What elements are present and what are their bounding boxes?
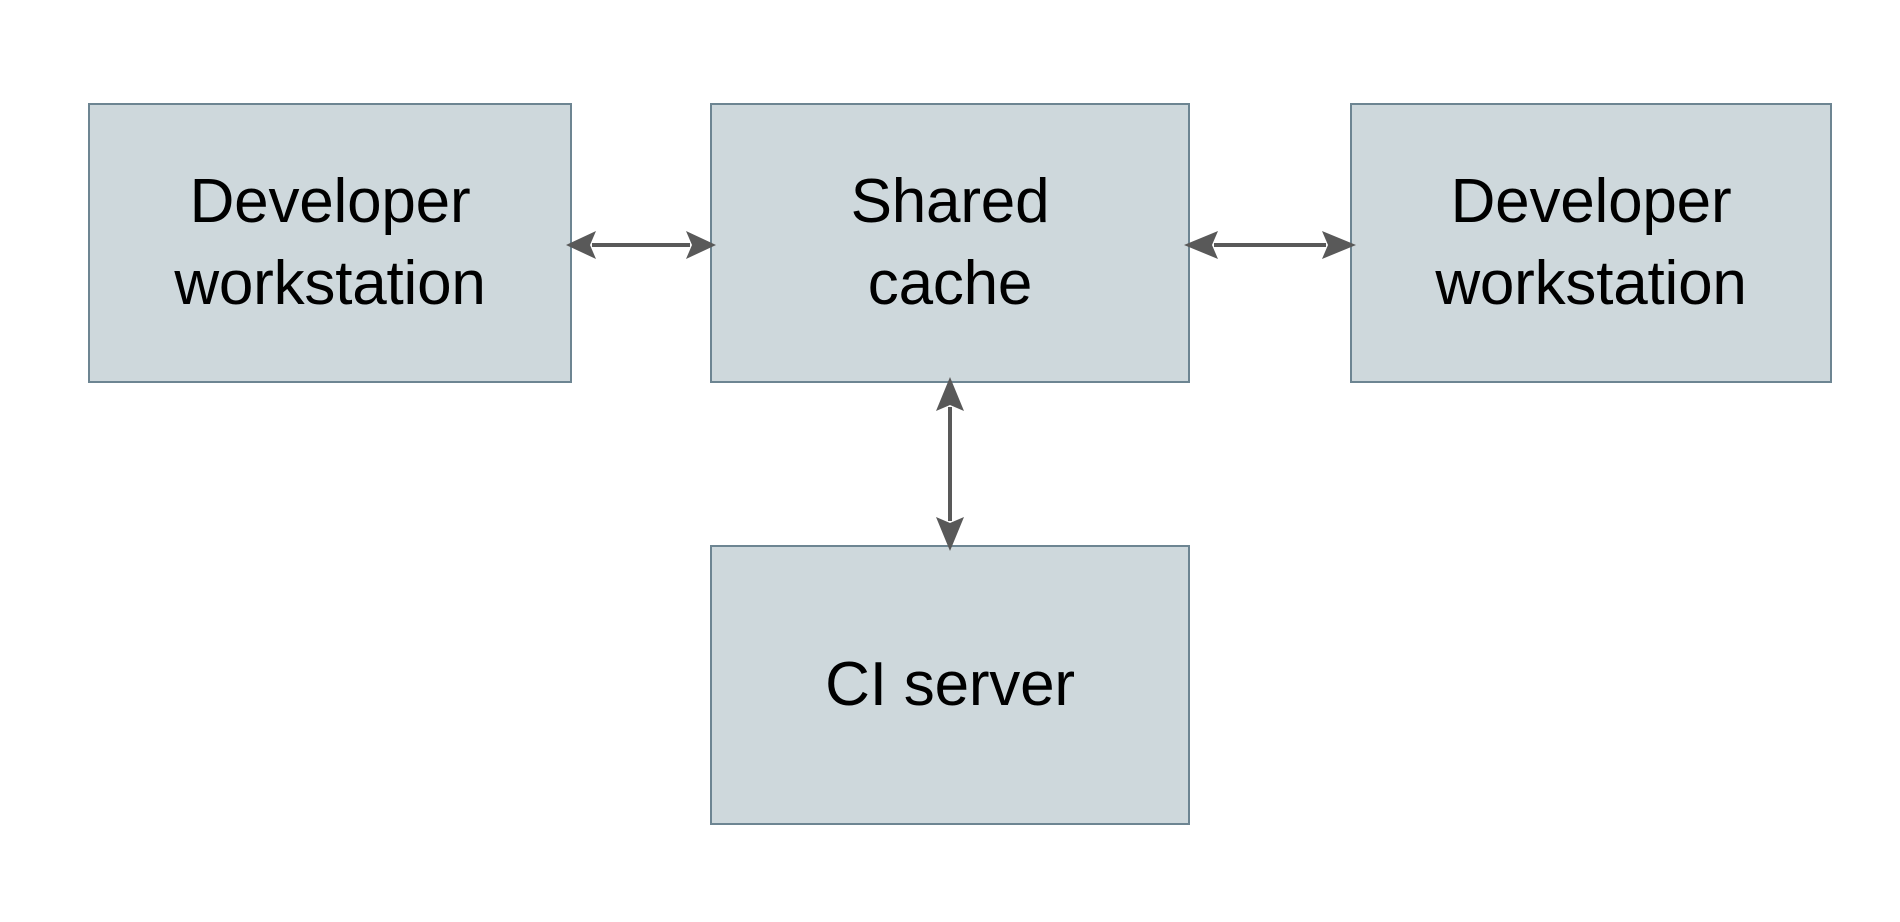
- edge-developer-left-to-shared-cache: [566, 222, 716, 268]
- node-developer-workstation-left[interactable]: Developer workstation: [88, 103, 572, 383]
- double-arrow-horizontal-icon: [566, 231, 716, 259]
- double-arrow-horizontal-icon: [1184, 231, 1356, 259]
- edge-shared-cache-to-developer-right: [1184, 222, 1356, 268]
- node-shared-cache[interactable]: Shared cache: [710, 103, 1190, 383]
- node-developer-workstation-right[interactable]: Developer workstation: [1350, 103, 1832, 383]
- node-label: Shared cache: [850, 167, 1050, 318]
- node-label: CI server: [825, 650, 1075, 720]
- double-arrow-vertical-icon: [936, 377, 964, 551]
- edge-shared-cache-to-ci-server: [927, 377, 973, 551]
- node-label: Developer workstation: [174, 167, 486, 318]
- node-ci-server[interactable]: CI server: [710, 545, 1190, 825]
- node-label: Developer workstation: [1435, 167, 1747, 318]
